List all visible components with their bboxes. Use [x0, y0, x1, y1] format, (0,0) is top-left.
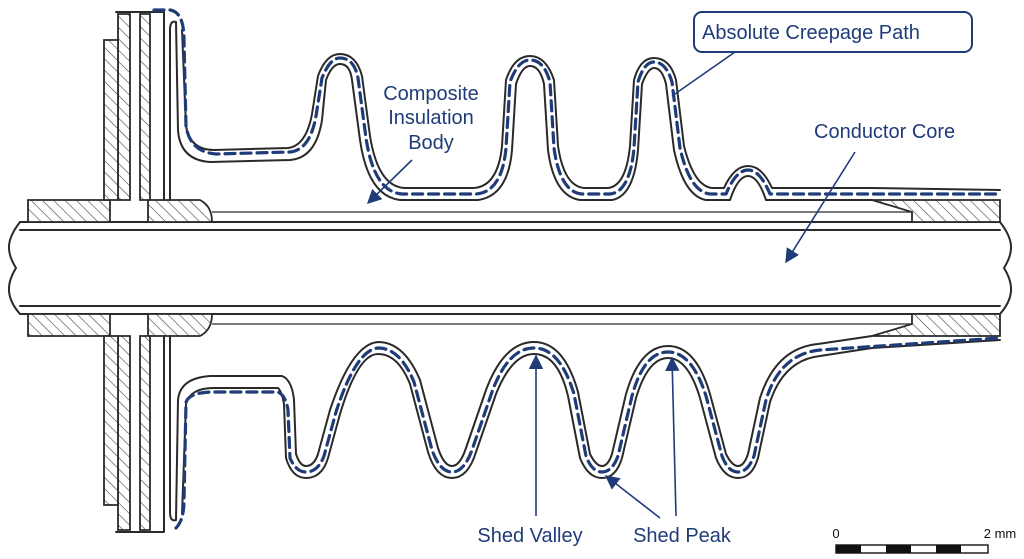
conductor-core-label: Conductor Core [814, 121, 955, 143]
scale-bar-end: 2 mm [984, 526, 1017, 541]
shed-peak-label: Shed Peak [633, 525, 732, 547]
creepage-label: Absolute Creepage Path [702, 22, 920, 44]
callout-shed-peak: Shed Peak [604, 356, 732, 547]
insulation-body-label-line2: Insulation [388, 107, 474, 129]
conductor-core [8, 221, 1012, 315]
scale-bar: 0 2 mm [832, 526, 1017, 554]
shed-valley-label: Shed Valley [477, 525, 582, 547]
insulation-body-label-line1: Composite [383, 83, 479, 105]
end-fitting-left [27, 11, 1001, 533]
insulation-body-bottom [169, 323, 1001, 522]
scale-bar-start: 0 [832, 526, 839, 541]
callout-shed-valley: Shed Valley [477, 354, 583, 547]
callout-conductor-core: Conductor Core [785, 121, 955, 264]
insulation-body-label-line3: Body [408, 132, 454, 154]
callout-insulation-body: Composite Insulation Body [366, 83, 479, 205]
insulation-body-top [169, 20, 1001, 213]
callout-creepage: Absolute Creepage Path [671, 11, 973, 97]
creepage-path [152, 8, 1002, 530]
